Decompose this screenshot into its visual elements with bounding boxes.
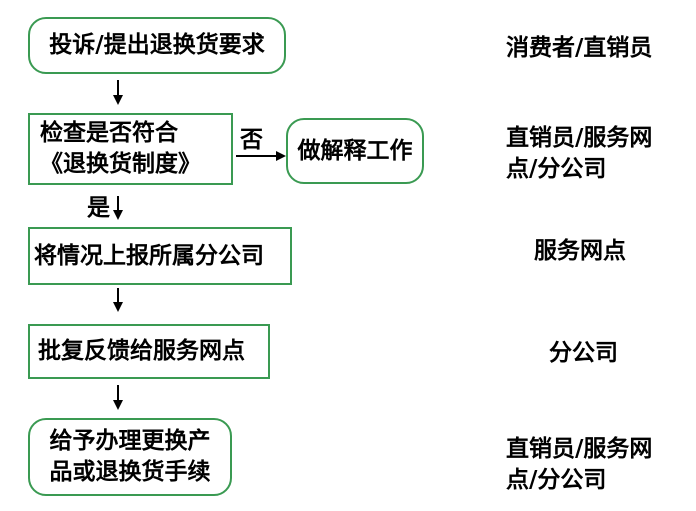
node-approve: 批复反馈给服务网点 [28, 324, 270, 379]
node-handle-line2: 品或退换货手续 [49, 459, 211, 485]
role-step5-line2: 点/分公司 [506, 467, 607, 493]
role-step2: 直销员/服务网 点/分公司 [506, 123, 652, 185]
node-report: 将情况上报所属分公司 [28, 227, 292, 285]
role-step5-line1: 直销员/服务网 [506, 436, 653, 462]
node-explain-text: 做解释工作 [297, 137, 413, 164]
role-step3: 服务网点 [534, 238, 626, 264]
node-check-line1: 检查是否符合 [40, 120, 178, 146]
role-step2-line2: 点/分公司 [506, 156, 607, 182]
role-step1: 消费者/直销员 [506, 35, 653, 61]
role-step4: 分公司 [549, 340, 618, 366]
node-complaint-text: 投诉/提出退换货要求 [49, 32, 265, 58]
role-step5: 直销员/服务网 点/分公司 [506, 434, 652, 496]
node-report-text: 将情况上报所属分公司 [34, 242, 264, 269]
node-approve-text: 批复反馈给服务网点 [38, 338, 245, 364]
role-step2-line1: 直销员/服务网 [506, 125, 653, 151]
node-check-line2: 《退换货制度》 [40, 151, 201, 177]
label-yes: 是 [87, 195, 110, 221]
node-handle: 给予办理更换产 品或退换货手续 [28, 418, 232, 496]
node-check: 检查是否符合 《退换货制度》 [28, 113, 233, 185]
label-no: 否 [240, 127, 263, 153]
node-complaint: 投诉/提出退换货要求 [28, 17, 286, 74]
node-explain: 做解释工作 [286, 118, 424, 184]
node-handle-line1: 给予办理更换产 [49, 428, 211, 454]
